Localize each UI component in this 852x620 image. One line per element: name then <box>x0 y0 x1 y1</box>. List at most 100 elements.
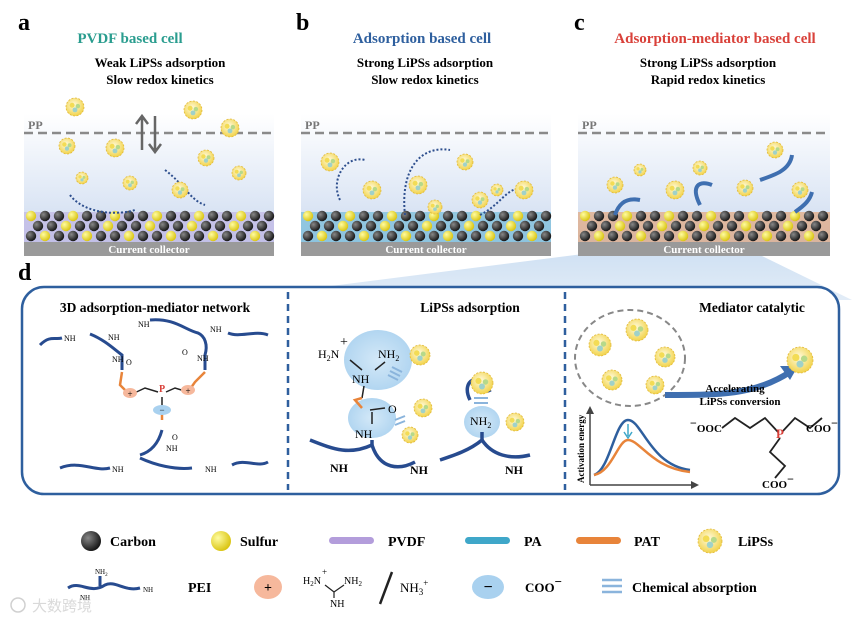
sec1-nh: NH <box>112 465 124 474</box>
lipss-particle <box>786 346 814 374</box>
lipss-particle <box>471 191 489 209</box>
energy-axis-label: Activation energy <box>576 414 586 483</box>
sec1-plus-charge <box>123 388 137 398</box>
panel-c: c Adsorption-mediator based cell Strong … <box>574 10 830 256</box>
panel-letter-a: a <box>18 10 30 36</box>
legend-guanidinium-bonds <box>324 584 345 598</box>
sec1-nh: NH <box>138 320 150 329</box>
electrode-particle <box>32 220 44 232</box>
electrode-particle <box>330 230 342 242</box>
electrode-particle <box>621 210 633 222</box>
electrode-particle <box>540 210 552 222</box>
electrode-particle <box>705 230 717 242</box>
electrode-particle <box>435 220 447 232</box>
electrode-particle <box>628 220 640 232</box>
legend-row-2: NH2 NH NH PEI + H2N + NH2 NH NH3+ − COO−… <box>67 567 757 610</box>
legend-chemical-absorption-swatch <box>602 578 622 594</box>
electrode-particle <box>593 230 605 242</box>
electrode-particle <box>95 210 107 222</box>
electrode-particle <box>302 230 314 242</box>
electrode-particle <box>81 230 93 242</box>
panel-a-up-arrow <box>135 113 149 150</box>
electrode-particle <box>407 220 419 232</box>
panel-b-shuttle-path <box>335 158 366 201</box>
lipss-particle <box>58 137 76 155</box>
panel-b-line1: Strong LiPSs adsorption <box>357 55 494 70</box>
sec2-title: LiPSs adsorption <box>420 300 520 315</box>
electrode-particle <box>789 210 801 222</box>
panel-c-electrode-layer <box>578 210 830 242</box>
lipss-particle <box>427 199 443 215</box>
electrode-particle <box>817 230 829 242</box>
electrode-particle <box>691 210 703 222</box>
watermark-logo-icon <box>10 597 26 613</box>
sec1-oxygen: O <box>172 433 178 442</box>
lipss-particle <box>665 180 685 200</box>
electrode-particle <box>228 220 240 232</box>
sec1-nh: NH <box>108 333 120 342</box>
sec2-pat-linker <box>352 396 363 409</box>
panel-b-title: Adsorption based cell <box>353 31 491 47</box>
electrode-particle <box>593 210 605 222</box>
lipss-particle <box>401 426 419 444</box>
electrode-particle <box>39 210 51 222</box>
electrode-particle <box>470 210 482 222</box>
electrode-particle <box>344 230 356 242</box>
electrode-particle <box>88 220 100 232</box>
panel-b-shuttle-path <box>403 148 451 216</box>
panel-b: b Adsorption based cell Strong LiPSs ads… <box>296 10 552 256</box>
lipss-particle <box>408 175 428 195</box>
legend-row-1: Carbon Sulfur PVDF PA PAT LiPSs <box>81 528 774 554</box>
electrode-particle <box>116 220 128 232</box>
lipss-particle <box>75 171 89 185</box>
electrode-particle <box>193 230 205 242</box>
electrode-particle <box>677 230 689 242</box>
sec1-oxygen: O <box>182 348 188 357</box>
electrode-particle <box>137 230 149 242</box>
electrode-particle <box>372 230 384 242</box>
sec2-bonds <box>349 359 386 424</box>
electrode-particle <box>456 230 468 242</box>
panel-b-pp-label: PP <box>305 118 320 132</box>
legend-guanidinium-h2n: H2N <box>303 576 321 588</box>
legend-negative-charge-label: − <box>483 579 492 596</box>
electrode-particle <box>533 220 545 232</box>
electrode-particle <box>512 210 524 222</box>
sec1-minus-charge <box>153 405 171 415</box>
electrode-particle <box>670 220 682 232</box>
lipss-particle <box>65 97 85 117</box>
panel-a-collector-label: Current collector <box>108 244 189 256</box>
electrode-particle <box>789 230 801 242</box>
panel-c-conversion-arrow <box>613 197 641 216</box>
lipss-particle <box>183 100 203 120</box>
lipss-particle <box>766 141 784 159</box>
electrode-particle <box>39 230 51 242</box>
panel-b-line2: Slow redox kinetics <box>371 72 478 87</box>
electrode-particle <box>235 230 247 242</box>
electrode-particle <box>621 230 633 242</box>
legend-sulfur-swatch <box>211 531 231 551</box>
electrode-particle <box>172 220 184 232</box>
electrode-particle <box>200 220 212 232</box>
legend-guanidinium-nh2: NH2 <box>344 576 362 588</box>
electrode-particle <box>635 230 647 242</box>
sec3-conversion-label: LiPSs conversion <box>700 396 781 408</box>
sec1-phosphorus: P <box>159 384 165 395</box>
lipss-particle <box>505 412 525 432</box>
energy-drop-arrow <box>623 424 633 440</box>
panel-a-pp-label: PP <box>28 118 43 132</box>
electrode-particle <box>25 210 37 222</box>
panel-a-line2: Slow redox kinetics <box>106 72 213 87</box>
sec2-chemical-absorption-marks <box>387 366 488 426</box>
electrode-particle <box>74 220 86 232</box>
electrode-particle <box>663 210 675 222</box>
electrode-particle <box>358 210 370 222</box>
panel-c-conversion-arrow <box>793 191 814 214</box>
lipss-particle <box>105 138 125 158</box>
electrode-particle <box>635 210 647 222</box>
electrode-particle <box>579 230 591 242</box>
electrode-particle <box>358 230 370 242</box>
electrode-particle <box>754 220 766 232</box>
electrode-particle <box>179 230 191 242</box>
electrode-particle <box>726 220 738 232</box>
